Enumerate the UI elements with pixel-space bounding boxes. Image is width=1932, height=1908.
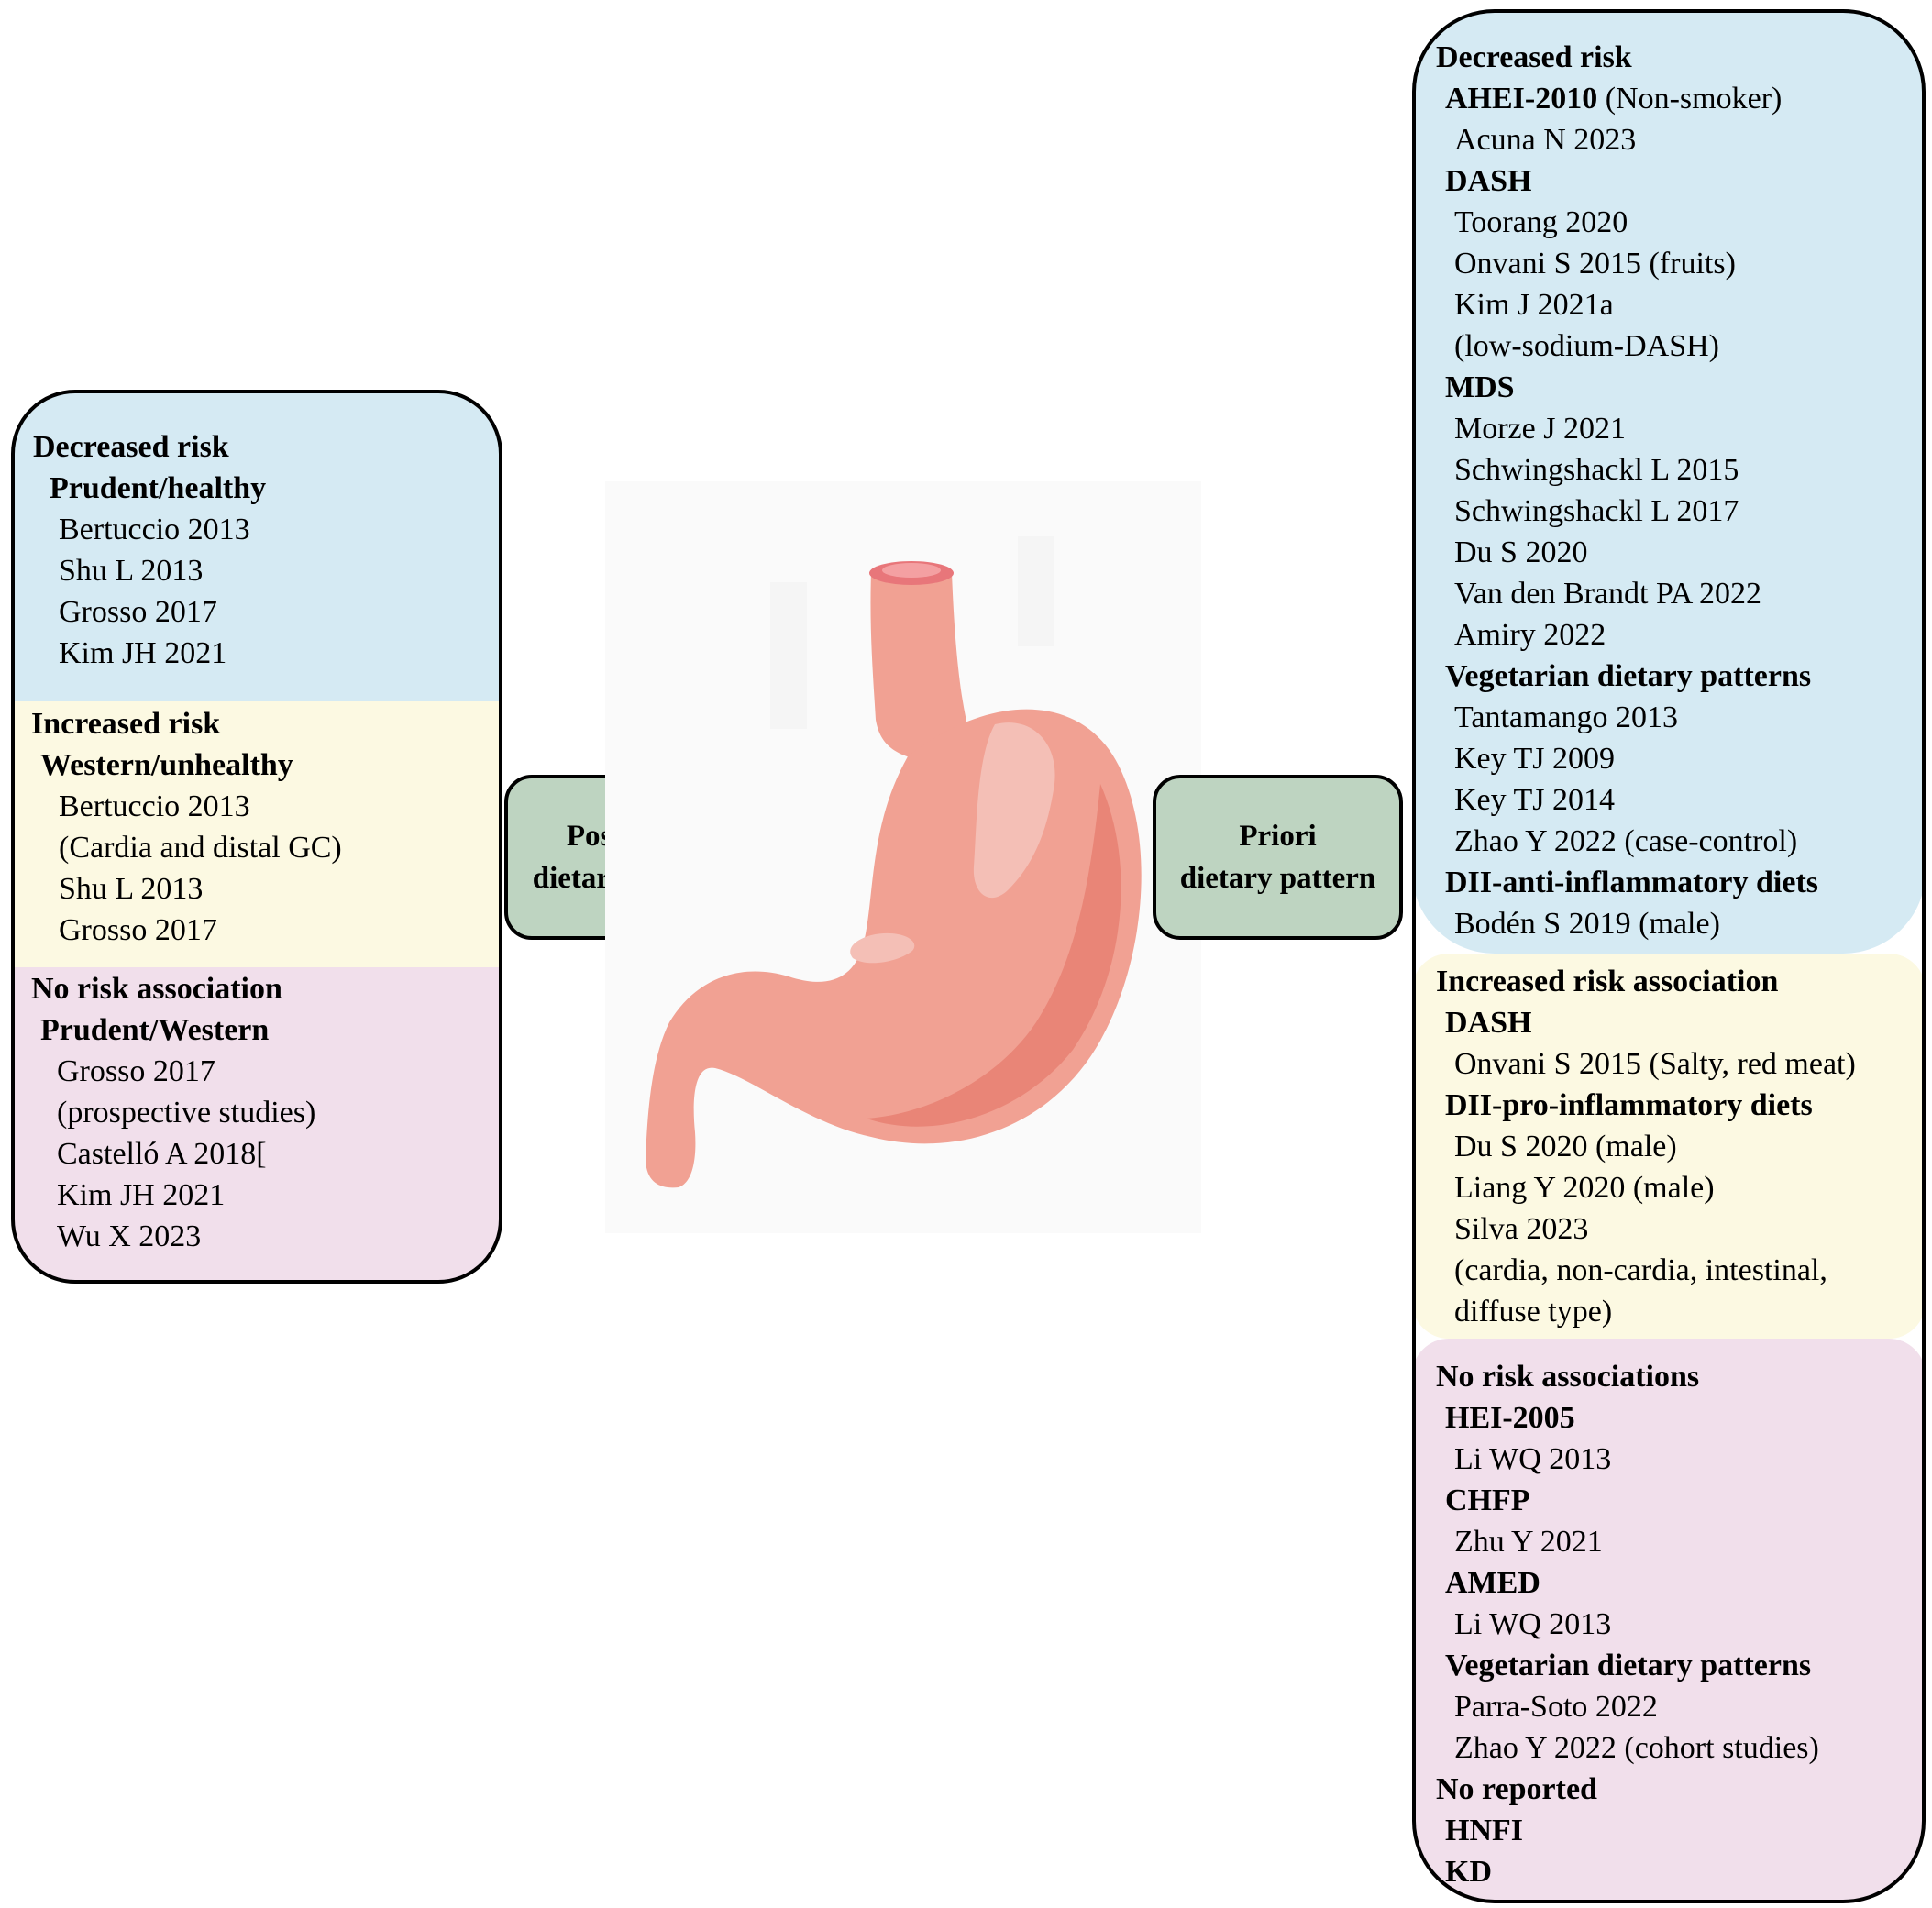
priori-not-reported-heading: No reported xyxy=(1436,1772,1597,1806)
posteriori-decreased-study: Grosso 2017 xyxy=(59,595,217,629)
posteriori-decreased-study: Kim JH 2021 xyxy=(59,636,227,670)
posteriori-none-heading: No risk association xyxy=(31,972,282,1006)
priori-study: Zhu Y 2021 xyxy=(1454,1525,1603,1559)
stomach-illustration xyxy=(605,481,1201,1233)
priori-label-line: dietary pattern xyxy=(1179,862,1376,895)
posteriori-decreased-pattern: Prudent/healthy xyxy=(50,471,267,505)
priori-group-name: Vegetarian dietary patterns xyxy=(1445,659,1812,693)
priori-increased-heading: Increased risk association xyxy=(1436,965,1779,998)
priori-study: Du S 2020 (male) xyxy=(1454,1130,1677,1164)
priori-group-name: MDS xyxy=(1445,370,1515,404)
priori-group-name: DASH xyxy=(1445,1006,1532,1040)
priori-study: Bodén S 2019 (male) xyxy=(1454,907,1720,941)
priori-none-heading: No risk associations xyxy=(1436,1360,1700,1394)
priori-study: Toorang 2020 xyxy=(1454,205,1628,239)
posteriori-none-section: No risk association Prudent/Western Gros… xyxy=(11,967,502,1284)
priori-study: Onvani S 2015 (fruits) xyxy=(1454,247,1736,281)
priori-study: Kim J 2021a xyxy=(1454,288,1614,322)
priori-group-name: DII-pro-inflammatory diets xyxy=(1445,1088,1813,1122)
posteriori-none-study: Grosso 2017 xyxy=(57,1054,215,1088)
priori-study: Acuna N 2023 xyxy=(1454,123,1637,157)
priori-outline xyxy=(1412,9,1926,1903)
posteriori-decreased-study: Shu L 2013 xyxy=(59,554,204,588)
priori-group-name: AMED xyxy=(1445,1566,1540,1600)
priori-group-note: (Non-smoker) xyxy=(1597,82,1783,116)
priori-study: (cardia, non-cardia, intestinal, xyxy=(1454,1253,1827,1287)
posteriori-none-study: Castelló A 2018[ xyxy=(57,1137,267,1171)
priori-study: (low-sodium-DASH) xyxy=(1454,329,1719,363)
priori-study: Schwingshackl L 2017 xyxy=(1454,494,1739,528)
posteriori-none-study: Wu X 2023 xyxy=(57,1219,202,1253)
posteriori-decreased-study: Bertuccio 2013 xyxy=(59,513,250,546)
priori-panel: Decreased risk AHEI-2010 (Non-smoker) Ac… xyxy=(1412,9,1926,1903)
posteriori-increased-heading: Increased risk xyxy=(31,707,221,741)
posteriori-panel: Decreased risk Prudent/healthy Bertuccio… xyxy=(11,390,502,1284)
priori-study: Li WQ 2013 xyxy=(1454,1442,1612,1476)
priori-group-name: Vegetarian dietary patterns xyxy=(1445,1649,1812,1682)
stomach-icon xyxy=(646,536,1142,1188)
priori-study: diffuse type) xyxy=(1454,1295,1613,1329)
priori-study: Liang Y 2020 (male) xyxy=(1454,1171,1715,1205)
posteriori-increased-pattern: Western/unhealthy xyxy=(40,748,293,782)
priori-study: Amiry 2022 xyxy=(1454,618,1606,652)
posteriori-outline xyxy=(11,390,502,1284)
priori-increased-section: Increased risk association DASH Onvani S… xyxy=(1412,954,1926,1339)
posteriori-none-study: Kim JH 2021 xyxy=(57,1178,226,1212)
priori-label-box: Priori dietary pattern xyxy=(1153,775,1403,940)
posteriori-none-study: (prospective studies) xyxy=(57,1096,316,1130)
priori-study: Schwingshackl L 2015 xyxy=(1454,453,1739,487)
priori-study: Onvani S 2015 (Salty, red meat) xyxy=(1454,1047,1856,1081)
priori-study: Zhao Y 2022 (case-control) xyxy=(1454,824,1798,858)
priori-study: Key TJ 2009 xyxy=(1454,742,1616,776)
priori-group-name: CHFP xyxy=(1445,1483,1530,1517)
posteriori-increased-study: Shu L 2013 xyxy=(59,872,204,906)
priori-study: Van den Brandt PA 2022 xyxy=(1454,577,1761,611)
priori-group-name: DII-anti-inflammatory diets xyxy=(1445,866,1819,899)
posteriori-decreased-section: Decreased risk Prudent/healthy Bertuccio… xyxy=(11,390,502,701)
priori-study: Du S 2020 xyxy=(1454,535,1588,569)
priori-decreased-section: Decreased risk AHEI-2010 (Non-smoker) Ac… xyxy=(1412,9,1926,954)
priori-study: Li WQ 2013 xyxy=(1454,1607,1612,1641)
priori-study: Parra-Soto 2022 xyxy=(1454,1690,1658,1724)
priori-study: Silva 2023 xyxy=(1454,1212,1589,1246)
priori-study: Morze J 2021 xyxy=(1454,412,1626,446)
priori-group-name: DASH xyxy=(1445,164,1532,198)
posteriori-increased-study: Grosso 2017 xyxy=(59,913,217,947)
priori-study: Tantamango 2013 xyxy=(1454,700,1679,734)
priori-group-name: HEI-2005 xyxy=(1445,1401,1575,1435)
posteriori-increased-study: Bertuccio 2013 xyxy=(59,789,250,823)
posteriori-increased-study: (Cardia and distal GC) xyxy=(59,831,342,865)
priori-study: Zhao Y 2022 (cohort studies) xyxy=(1454,1731,1819,1765)
posteriori-none-pattern: Prudent/Western xyxy=(40,1013,270,1047)
priori-label-line: Priori xyxy=(1239,820,1317,853)
posteriori-increased-section: Increased risk Western/unhealthy Bertucc… xyxy=(11,701,502,967)
priori-study: Key TJ 2014 xyxy=(1454,783,1616,817)
